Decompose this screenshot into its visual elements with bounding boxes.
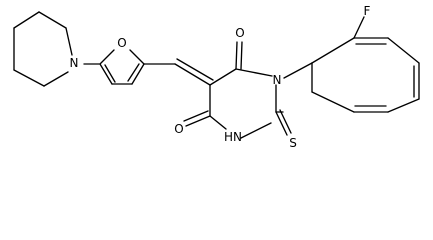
bond-c-f	[353, 16, 365, 39]
bond-n-phenyl	[283, 62, 313, 79]
molecule-structure-diagram: N O O O N HN S F	[13, 4, 420, 150]
fluorophenyl-ring	[311, 37, 420, 113]
atom-label-carbonyl-o-bottom: O	[174, 122, 183, 136]
methylidene-linker	[143, 58, 214, 86]
atom-label-carbonyl-o-top: O	[235, 26, 244, 40]
furan-ring	[99, 49, 145, 85]
atom-label-piperidine-n: N	[70, 56, 79, 70]
atom-label-furan-o: O	[117, 36, 126, 50]
pyrimidine-ring	[209, 68, 277, 139]
piperidine-ring	[13, 11, 73, 87]
atom-label-nh: HN	[224, 130, 242, 144]
atom-label-fluorine: F	[364, 4, 371, 18]
atom-label-ring-n: N	[273, 73, 282, 87]
substituent-bonds	[183, 41, 292, 136]
atom-label-thione-s: S	[289, 136, 297, 150]
